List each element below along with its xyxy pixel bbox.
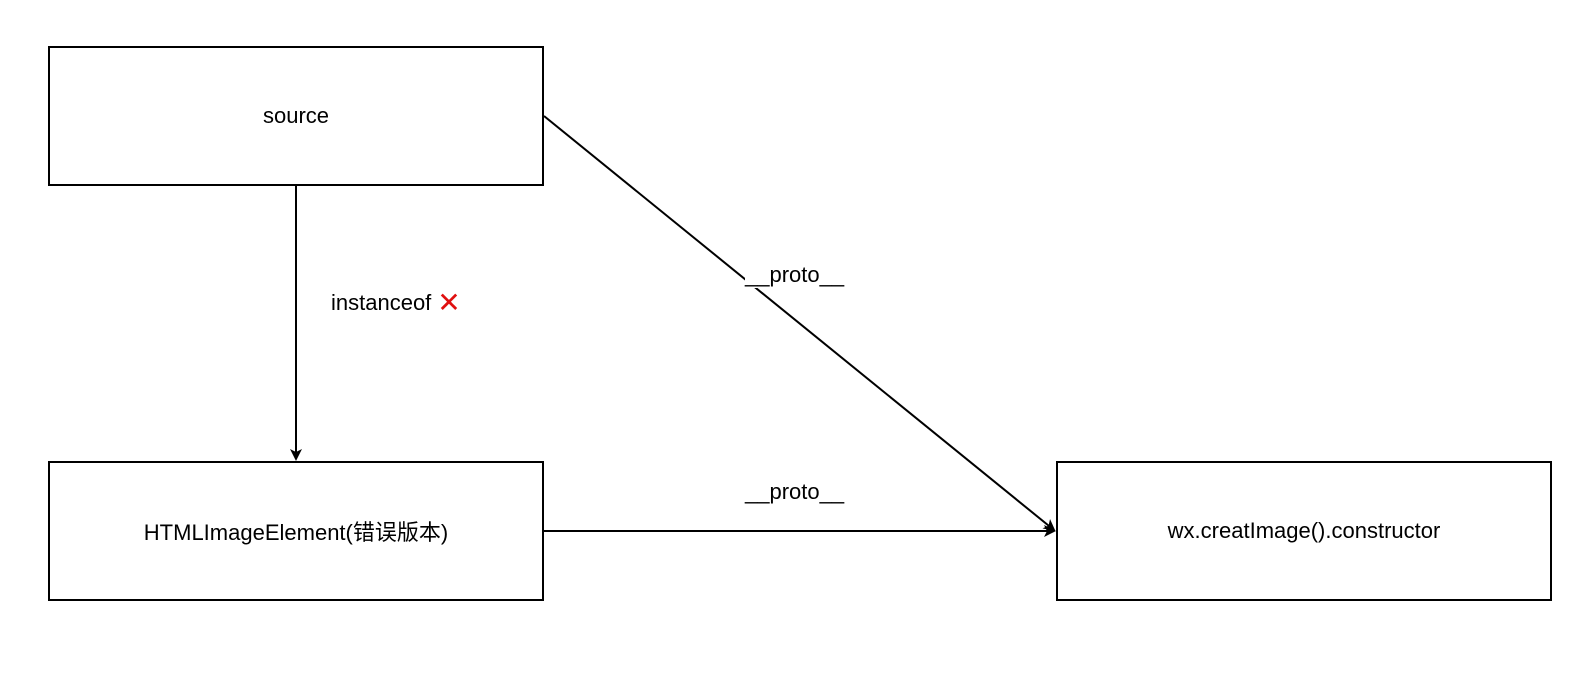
node-wx-constructor[interactable]: wx.creatImage().constructor — [1056, 461, 1552, 601]
node-wx-constructor-label: wx.creatImage().constructor — [1167, 518, 1441, 543]
edge-label-proto-source: __proto__ — [745, 262, 845, 288]
edge-label-instanceof: instanceof ✕ — [331, 287, 461, 318]
edge-source-to-wx-constructor — [543, 115, 1056, 532]
edge-label-instanceof-text: instanceof — [331, 290, 432, 315]
node-html-image-element[interactable]: HTMLImageElement(错误版本) — [48, 461, 544, 601]
edge-label-proto-html: __proto__ — [745, 479, 845, 505]
node-html-image-element-label: HTMLImageElement(错误版本) — [143, 520, 449, 545]
node-source[interactable]: source — [48, 46, 544, 186]
node-source-label: source — [262, 103, 330, 128]
cross-mark-icon: ✕ — [437, 287, 461, 318]
